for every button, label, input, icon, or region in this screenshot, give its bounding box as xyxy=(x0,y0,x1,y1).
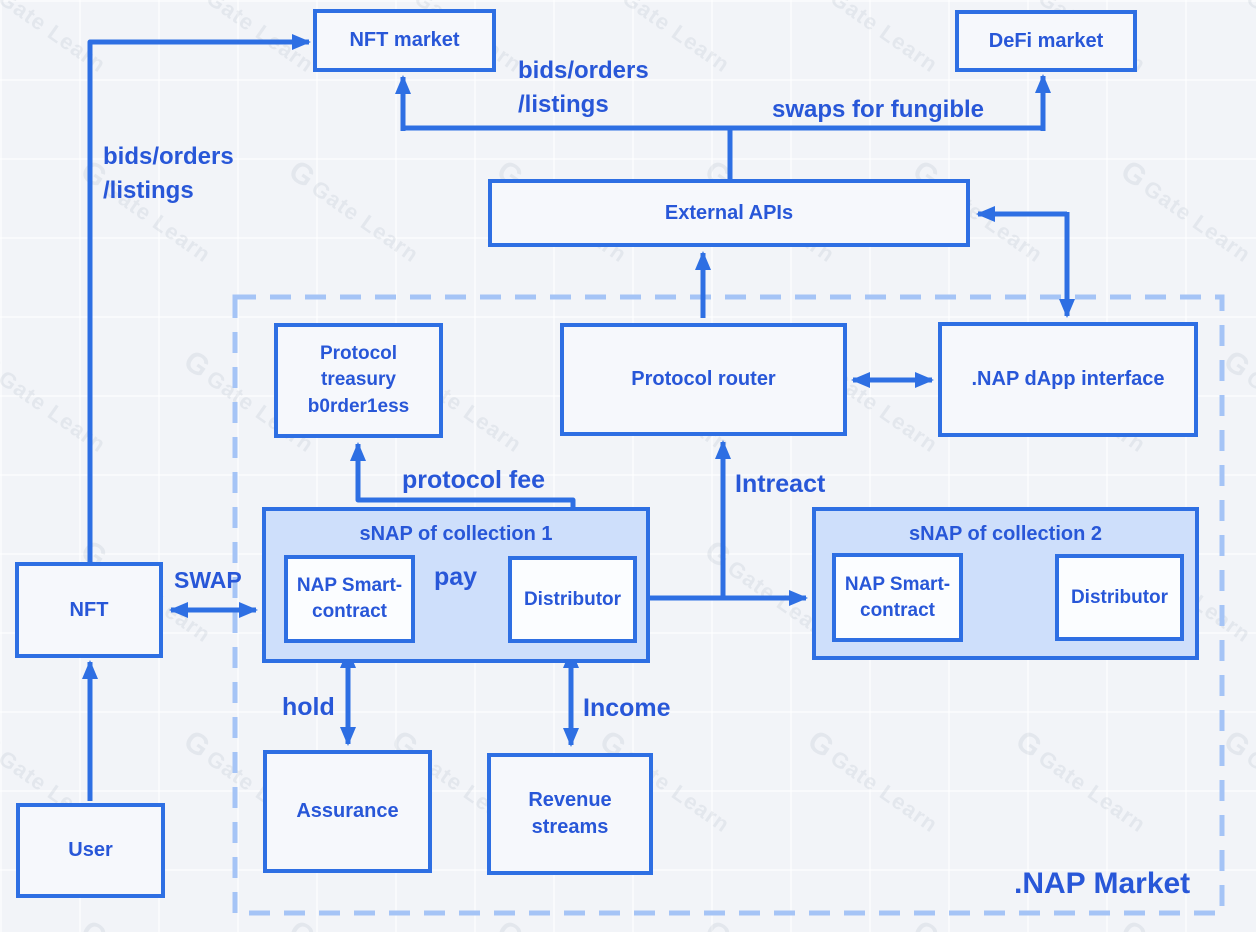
collection1-distributor-node: Distributor xyxy=(508,556,637,643)
collection2-nap-smart-contract-node: NAP Smart- contract xyxy=(832,553,963,642)
swap-label: SWAP xyxy=(174,567,242,593)
nft-node: NFT xyxy=(15,562,163,658)
protocol-treasury-node: Protocol treasury b0rder1ess xyxy=(274,323,443,438)
protocol-fee-label: protocol fee xyxy=(402,466,546,494)
defi-market-node: DeFi market xyxy=(955,10,1137,72)
pay-label: pay xyxy=(434,563,478,591)
snap-collection1-title: sNAP of collection 1 xyxy=(359,523,553,545)
external-apis-node: External APIs xyxy=(488,179,970,247)
edge-nft-to-nft-market xyxy=(87,34,311,562)
assurance-node: Assurance xyxy=(263,750,432,873)
intreact-label: Intreact xyxy=(735,470,826,498)
hold-label: hold xyxy=(282,693,335,721)
protocol-router-node: Protocol router xyxy=(560,323,847,436)
income-label: Income xyxy=(583,694,671,722)
bids-orders-left-label: bids/orders /listings xyxy=(103,143,234,204)
snap-collection2-title: sNAP of collection 2 xyxy=(908,523,1102,545)
collection2-distributor-node: Distributor xyxy=(1055,554,1184,641)
collection1-nap-smart-contract-node: NAP Smart- contract xyxy=(284,555,415,643)
nap-market-dashed-border xyxy=(232,294,1225,916)
nap-market-title: .NAP Market xyxy=(1014,867,1191,900)
nap-dapp-interface-node: .NAP dApp interface xyxy=(938,322,1198,437)
user-node: User xyxy=(16,803,165,898)
nft-market-node: NFT market xyxy=(313,9,496,72)
swaps-for-fungible-label: swaps for fungible xyxy=(772,96,985,123)
revenue-streams-node: Revenue streams xyxy=(487,753,653,875)
bids-orders-top-label: bids/orders /listings xyxy=(518,57,649,118)
